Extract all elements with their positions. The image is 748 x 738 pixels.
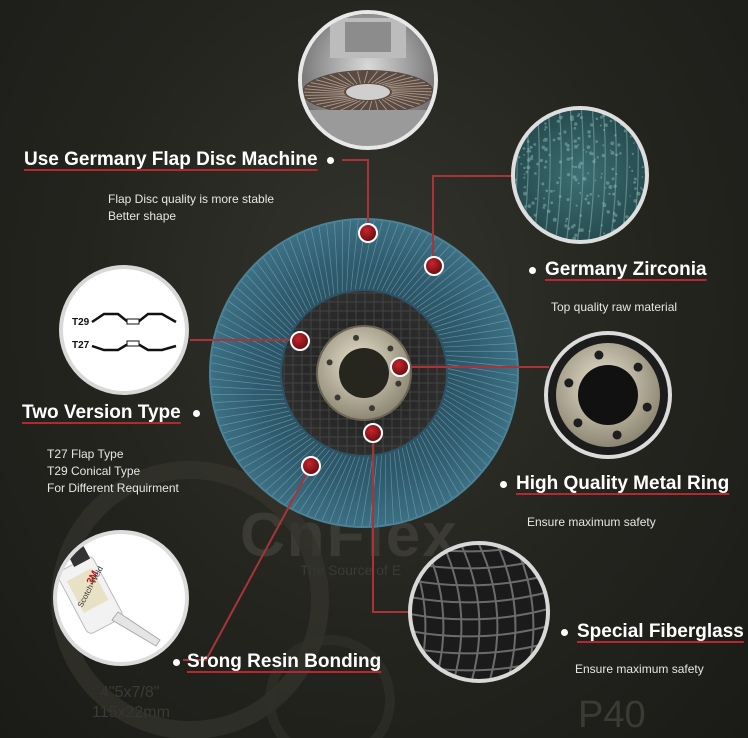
desc-zirconia: Top quality raw material	[551, 299, 677, 316]
title-resin: Srong Resin Bonding	[187, 651, 382, 672]
bullet-version	[193, 410, 200, 417]
desc-fiberglass: Ensure maximum safety	[575, 661, 704, 678]
marker-resin	[301, 456, 321, 476]
desc-line: Ensure maximum safety	[575, 662, 704, 676]
bullet-resin	[173, 659, 180, 666]
version-diagram: T29 T27	[59, 265, 189, 395]
desc-line: For Different Requirment	[47, 481, 179, 495]
connector-lines	[183, 159, 549, 661]
callout-markers	[290, 223, 444, 476]
marker-version	[290, 331, 310, 351]
bullet-zirconia	[529, 267, 536, 274]
desc-line: Flap Disc quality is more stable	[108, 192, 275, 206]
resin-glue-photo: 3M Scotch-Weld	[53, 530, 189, 666]
t27-label: T27	[72, 340, 90, 351]
marker-zirconia	[424, 256, 444, 276]
title-zirconia: Germany Zirconia	[545, 259, 707, 280]
fiberglass-photo	[408, 541, 550, 683]
desc-line: Better shape	[108, 209, 177, 223]
zirconia-photo	[511, 106, 649, 244]
desc-machine: Flap Disc quality is more stable Better …	[108, 191, 274, 225]
flap-disc	[209, 218, 519, 528]
desc-line: T29 Conical Type	[47, 464, 141, 478]
marker-ring	[390, 357, 410, 377]
watermark-grit: P40	[578, 694, 646, 736]
desc-ring: Ensure maximum safety	[527, 514, 656, 531]
title-ring: High Quality Metal Ring	[516, 473, 730, 494]
metal-ring-photo	[544, 331, 672, 459]
title-version: Two Version Type	[22, 402, 181, 423]
desc-line: Top quality raw material	[551, 300, 678, 314]
desc-line: Ensure maximum safety	[527, 515, 656, 529]
marker-machine	[358, 223, 378, 243]
bullet-ring	[500, 481, 507, 488]
desc-version: T27 Flap Type T29 Conical Type For Diffe…	[47, 446, 179, 497]
t29-label: T29	[72, 317, 90, 328]
title-fiberglass: Special Fiberglass	[577, 621, 744, 642]
machine-photo	[298, 10, 438, 150]
title-machine: Use Germany Flap Disc Machine	[24, 149, 318, 170]
bullet-fiberglass	[561, 629, 568, 636]
desc-line: T27 Flap Type	[47, 447, 124, 461]
bullet-machine	[327, 157, 334, 164]
marker-fiberglass	[363, 423, 383, 443]
